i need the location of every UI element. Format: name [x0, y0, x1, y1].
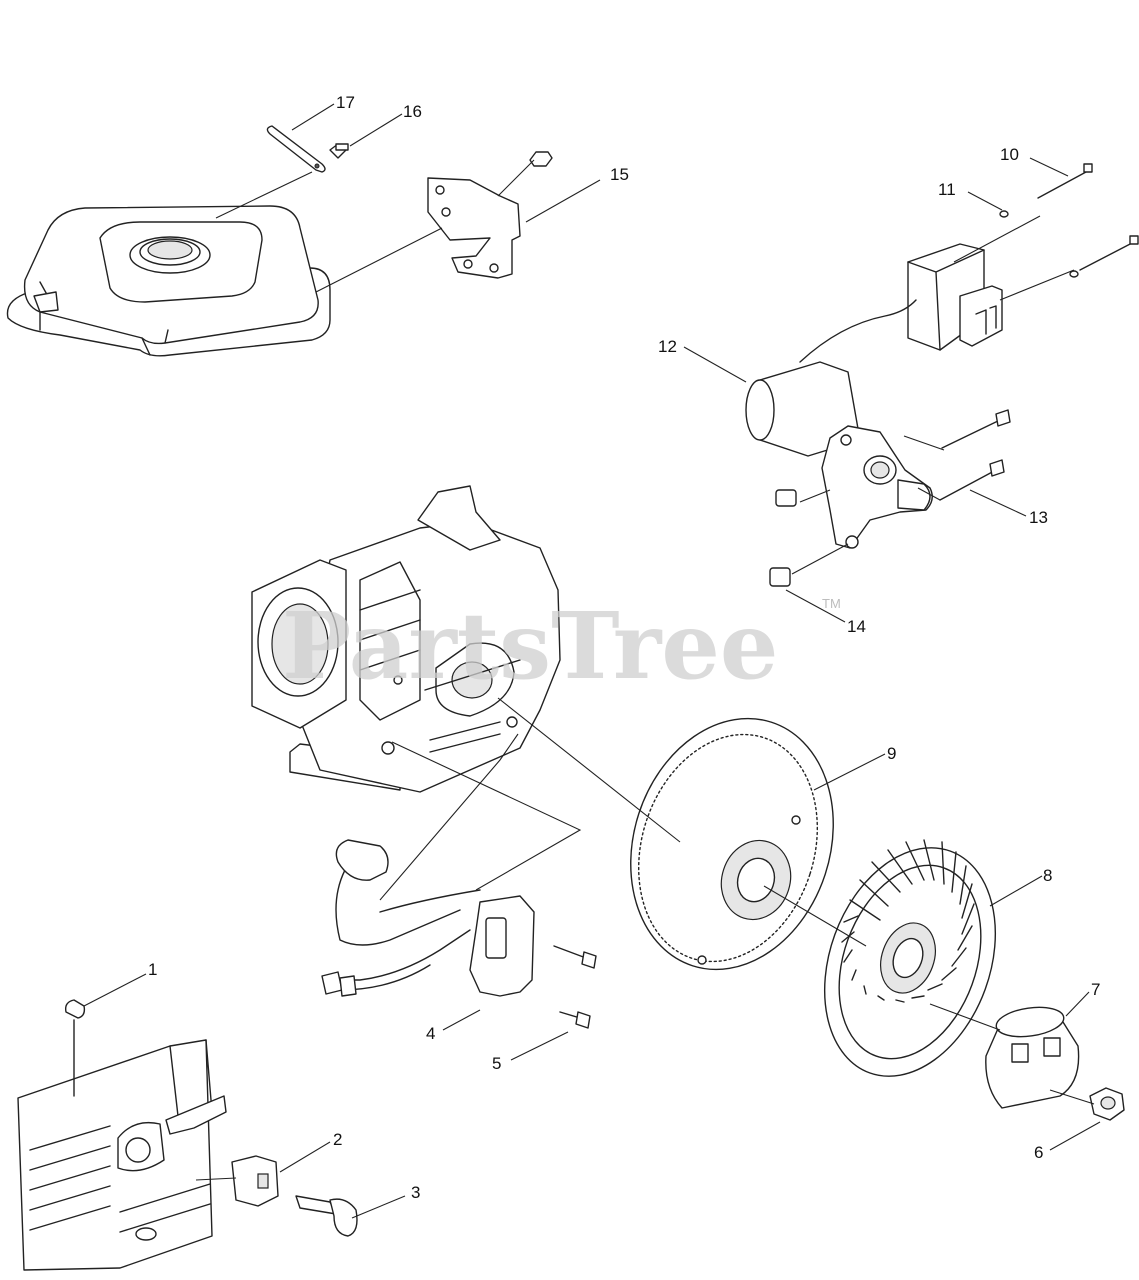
callout-10: 10	[1000, 145, 1019, 164]
callout-7: 7	[1091, 980, 1100, 999]
flywheel-nut	[1089, 1087, 1125, 1121]
starter-bolts	[939, 409, 1011, 501]
engine-cover	[17, 1039, 227, 1271]
tank-bracket	[427, 151, 553, 279]
callout-6: 6	[1034, 1143, 1043, 1162]
callout-1: 1	[148, 960, 157, 979]
callout-11: 11	[938, 180, 956, 199]
cooling-fan	[823, 839, 997, 1077]
callout-17: 17	[336, 93, 355, 112]
wire-clip	[64, 999, 86, 1097]
callout-labels: 1 2 3 4 5 6 7 8 9 10 11 12 13 14 15 16 1…	[148, 93, 1100, 1202]
mounting-screws	[999, 163, 1139, 278]
fuel-tank	[6, 205, 331, 357]
callout-15: 15	[610, 165, 629, 184]
ignition-coil	[321, 839, 535, 997]
callout-14: 14	[847, 617, 866, 636]
ignition-key	[295, 1195, 358, 1237]
callout-9: 9	[887, 744, 896, 763]
flywheel	[630, 717, 834, 971]
leader-lines	[83, 103, 1101, 1219]
flange-bolt	[329, 143, 349, 159]
callout-4: 4	[426, 1024, 435, 1043]
tank-strap	[266, 125, 326, 173]
starter-cup	[985, 1006, 1080, 1109]
callout-5: 5	[492, 1054, 501, 1073]
starter-motor	[745, 299, 933, 549]
callout-16: 16	[403, 102, 422, 121]
callout-12: 12	[658, 337, 677, 356]
starter-spacers	[769, 489, 797, 587]
callout-13: 13	[1029, 508, 1048, 527]
callout-2: 2	[333, 1130, 342, 1149]
engine-block	[251, 485, 561, 793]
callout-3: 3	[411, 1183, 420, 1202]
coil-bolts	[553, 945, 597, 1029]
ignition-switch	[231, 1155, 279, 1207]
watermark-text: PartsTree	[282, 592, 778, 700]
watermark: PartsTree TM	[282, 592, 841, 700]
callout-8: 8	[1043, 866, 1052, 885]
watermark-trademark: TM	[822, 596, 841, 611]
starter-relay-box	[907, 243, 1003, 351]
